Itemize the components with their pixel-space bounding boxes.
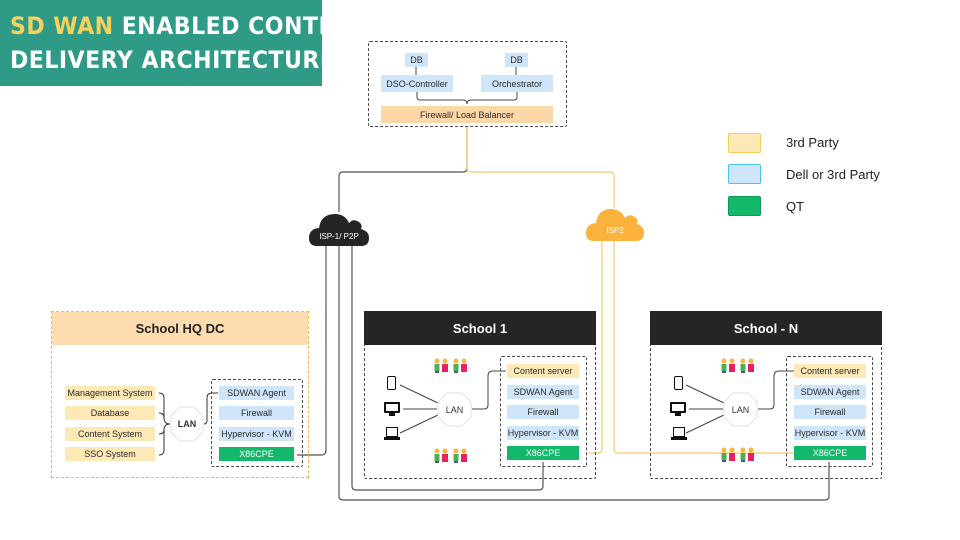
link-isp2-schoolN <box>613 240 794 454</box>
isp1-label: ISP-1/ P2P <box>319 232 359 241</box>
central-db-right: DB <box>505 53 528 67</box>
legend-label-third-party: 3rd Party <box>786 135 839 150</box>
link-isp2-school1 <box>588 240 603 454</box>
title-line-2: DELIVERY ARCHITECTURE <box>10 46 336 74</box>
students-icon <box>434 448 476 471</box>
legend-label-qt: QT <box>786 199 805 214</box>
cloud-icon <box>309 214 369 246</box>
hq-stack-group <box>211 379 303 467</box>
school1-hypervisor: Hypervisor - KVM <box>507 426 579 440</box>
orchestrator: Orchestrator <box>481 75 553 92</box>
schoolN-lan-label: LAN <box>731 404 750 415</box>
legend-swatch-third-party <box>728 133 761 153</box>
students-icon <box>434 358 476 381</box>
laptop-icon <box>386 427 398 437</box>
hq-title: School HQ DC <box>52 312 308 345</box>
hq-firewall: Firewall <box>219 406 294 420</box>
desktop-icon <box>384 402 400 413</box>
hq-group <box>51 311 309 478</box>
dso-controller: DSO-Controller <box>381 75 453 92</box>
desktop-stand <box>389 413 395 416</box>
central-db-left: DB <box>405 53 428 67</box>
school1-x86cpe: X86CPE <box>507 446 579 460</box>
title-line-1: SD WAN ENABLED CONTENT <box>10 12 368 40</box>
hq-sdwan-agent: SDWAN Agent <box>219 386 294 400</box>
schoolN-title: School - N <box>650 311 882 345</box>
isp2-label: ISP2 <box>606 226 624 235</box>
schoolN-stack-group <box>786 356 873 467</box>
desktop-icon <box>670 402 686 413</box>
school1-sdwan-agent: SDWAN Agent <box>507 385 579 399</box>
laptop-icon <box>673 427 685 437</box>
schoolN-firewall: Firewall <box>794 405 866 419</box>
hq-system-management: Management System <box>65 386 155 400</box>
schoolN-hypervisor: Hypervisor - KVM <box>794 426 866 440</box>
title-line-1-rest: ENABLED CONTENT <box>113 12 369 40</box>
school1-lan-label: LAN <box>445 404 464 415</box>
schoolN-x86cpe: X86CPE <box>794 446 866 460</box>
school1-lan-mobile <box>399 384 439 404</box>
school1-firewall: Firewall <box>507 405 579 419</box>
isp1-cloud: ISP-1/ P2P <box>309 206 369 248</box>
mobile-icon <box>387 376 396 390</box>
link-isp1-schoolN <box>338 246 830 501</box>
firewall-load-balancer: Firewall/ Load Balancer <box>381 106 553 123</box>
link-isp1-school1 <box>351 246 544 491</box>
desktop-stand <box>675 413 681 416</box>
mobile-icon <box>674 376 683 390</box>
hq-lan-node: LAN <box>170 406 204 442</box>
title-banner: SD WAN ENABLED CONTENT DELIVERY ARCHITEC… <box>0 0 368 86</box>
schoolN-lan-mobile <box>685 384 725 404</box>
students-icon <box>721 447 763 470</box>
schoolN-content-server: Content server <box>794 364 866 378</box>
link-central-isp1 <box>338 126 468 212</box>
legend-swatch-qt <box>728 196 761 216</box>
link-central-isp2 <box>466 126 615 208</box>
students-icon <box>721 358 763 381</box>
hq-system-database: Database <box>65 406 155 420</box>
laptop-base <box>384 437 400 440</box>
laptop-base <box>671 437 687 440</box>
hq-systems-brace <box>158 392 171 456</box>
isp2-cloud: ISP2 <box>586 203 644 243</box>
hq-system-sso: SSO System <box>65 447 155 461</box>
school1-title: School 1 <box>364 311 596 345</box>
link-isp1-hq <box>297 246 327 456</box>
schoolN-sdwan-agent: SDWAN Agent <box>794 385 866 399</box>
hq-x86cpe: X86CPE <box>219 447 294 461</box>
school1-lan-node: LAN <box>437 392 472 427</box>
title-highlight: SD WAN <box>10 12 114 40</box>
schoolN-lan-node: LAN <box>723 392 758 427</box>
schoolN-lan-laptop <box>685 414 725 434</box>
hq-lan-to-stack <box>203 392 218 425</box>
central-control-group <box>368 41 567 127</box>
cloud-icon <box>586 209 644 241</box>
school1-lan-content <box>472 370 506 410</box>
central-bracket <box>416 92 518 105</box>
hq-hypervisor: Hypervisor - KVM <box>219 427 294 441</box>
hq-system-content: Content System <box>65 427 155 441</box>
schoolN-lan-content <box>758 370 794 410</box>
hq-lan-label: LAN <box>177 419 197 429</box>
school1-content-server: Content server <box>507 364 579 378</box>
legend-swatch-dell <box>728 164 761 184</box>
school1-lan-laptop <box>399 414 439 434</box>
legend-label-dell: Dell or 3rd Party <box>786 167 880 182</box>
school1-stack-group <box>500 356 587 467</box>
